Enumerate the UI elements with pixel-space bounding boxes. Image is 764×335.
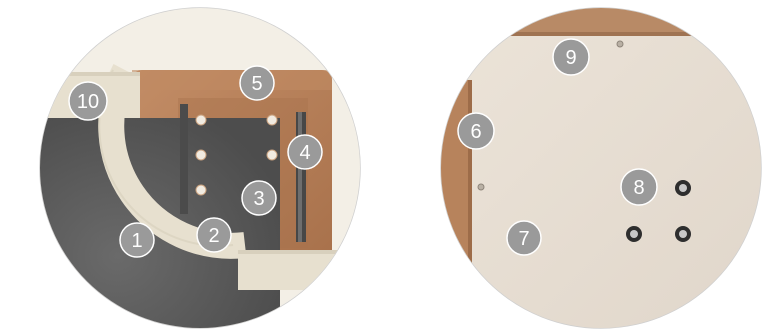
- callout-badge-9: 9: [553, 39, 589, 75]
- svg-text:9: 9: [565, 47, 576, 69]
- callout-badge-6: 6: [458, 113, 494, 149]
- svg-text:8: 8: [633, 177, 644, 199]
- callout-badge-3: 3: [242, 181, 276, 215]
- left-detail-circle: [30, 0, 370, 335]
- callout-badge-10: 10: [69, 82, 107, 120]
- screw-hole-top: [617, 41, 623, 47]
- svg-text:10: 10: [77, 91, 99, 113]
- screw-hole-left: [478, 184, 484, 190]
- callout-badge-4: 4: [288, 135, 322, 169]
- callout-badge-2: 2: [197, 218, 231, 252]
- right-detail-circle: [440, 0, 764, 335]
- svg-text:2: 2: [208, 225, 219, 247]
- svg-text:7: 7: [518, 228, 529, 250]
- svg-text:1: 1: [131, 230, 142, 252]
- callout-badge-1: 1: [120, 223, 154, 257]
- svg-text:3: 3: [253, 188, 264, 210]
- callout-badge-5: 5: [240, 66, 274, 100]
- metal-bracket-left: [180, 104, 188, 214]
- callout-badge-8: 8: [621, 169, 657, 205]
- svg-text:4: 4: [299, 142, 310, 164]
- svg-text:6: 6: [470, 121, 481, 143]
- callout-badge-7: 7: [507, 221, 541, 255]
- top-wood-strip: [440, 0, 764, 36]
- svg-text:5: 5: [251, 73, 262, 95]
